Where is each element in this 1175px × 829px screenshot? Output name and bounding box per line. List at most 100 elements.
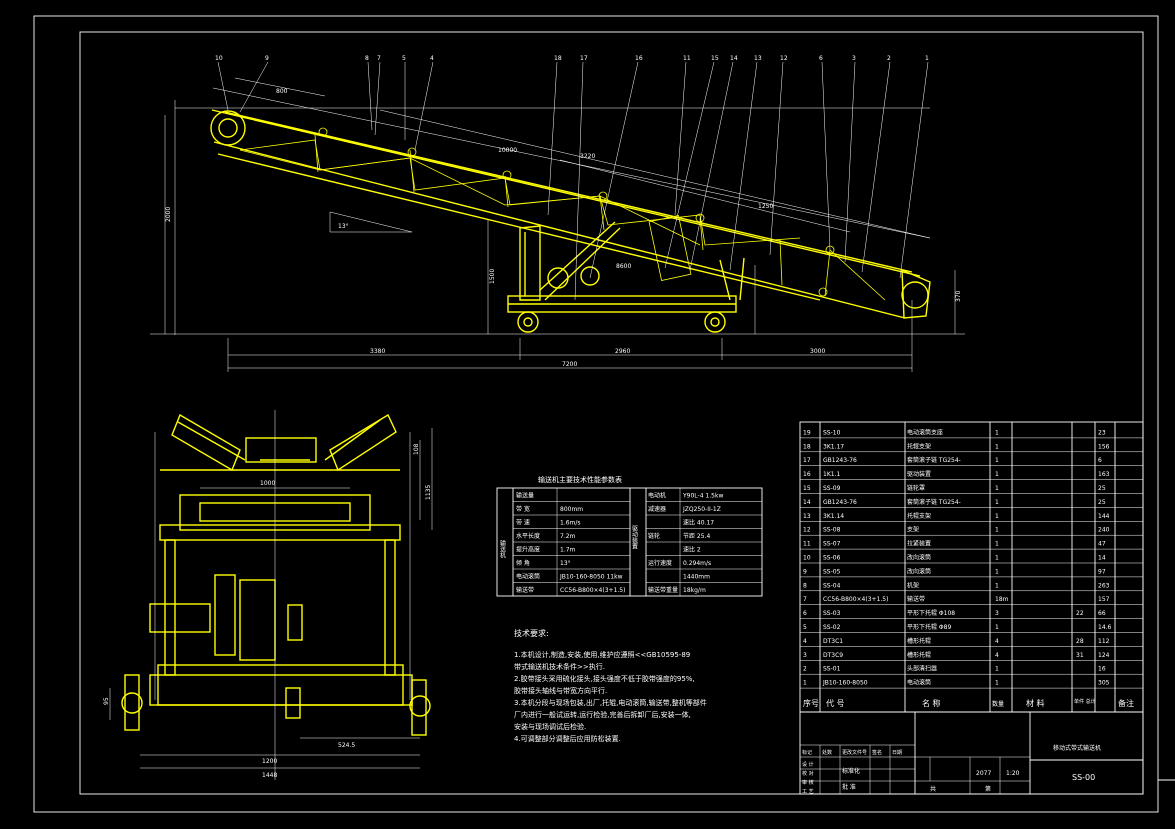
bom-qty: 1	[995, 666, 999, 673]
tb-drawing-name: 移动式带式输送机	[1053, 744, 1101, 752]
bom-name: 拉紧装置	[907, 540, 931, 548]
support-cart	[507, 221, 745, 333]
param-left-value: 1.6m/s	[560, 520, 581, 527]
param-left-label: 倾 角	[516, 559, 530, 567]
bom-h-no: 序号	[803, 698, 819, 708]
balloon-label-2: 2	[887, 55, 891, 62]
bom-qty: 1	[995, 568, 999, 575]
param-left-label: 输送带	[516, 586, 534, 594]
bom-code: SS-04	[823, 582, 841, 589]
dim-1448: 1448	[262, 772, 277, 779]
tb-weight: 2077	[976, 770, 991, 777]
bom-qty: 1	[995, 513, 999, 520]
bom-qty: 1	[995, 582, 999, 589]
param-right-value: 速比 40.17	[683, 519, 714, 527]
note-line: 胶带接头轴线与带宽方向平行.	[514, 686, 607, 695]
param-right-label: 运行速度	[648, 559, 672, 567]
bom-w1: 31	[1076, 652, 1084, 659]
param-right-value: 18kg/m	[683, 587, 706, 594]
bom-qty: 4	[995, 652, 999, 659]
dim-8600: 8600	[616, 263, 631, 270]
param-left-value: JB10-160-8050 11kw	[559, 574, 623, 581]
tb-std: 标准化	[842, 767, 860, 775]
bom-name: 托辊支架	[907, 512, 931, 520]
bom-h-code: 代 号	[826, 698, 845, 708]
bom-w2: 25	[1098, 485, 1106, 492]
bom-w1: 22	[1076, 610, 1084, 617]
bom-code: 1K1.1	[823, 471, 840, 478]
bom-h-weight: 单件 总计	[1074, 698, 1096, 705]
bom-qty: 1	[995, 499, 999, 506]
tb-sheet2: 第	[985, 785, 991, 793]
param-left-label: 提升高度	[516, 546, 540, 554]
bom-h-mat: 材 料	[1026, 698, 1045, 708]
balloon-leader	[239, 61, 269, 113]
bom-code: SS-03	[823, 610, 841, 617]
bom-no: 2	[803, 666, 807, 673]
bom-w2: 14	[1098, 555, 1106, 562]
bom-code: 3K1.17	[823, 443, 844, 450]
bom-w1: 28	[1076, 638, 1084, 645]
bom-no: 18	[803, 443, 811, 450]
balloon-label-9: 9	[265, 55, 269, 62]
dim-drum-width: 1000	[260, 480, 275, 487]
balloon-label-12: 12	[780, 55, 788, 62]
balloon-label-6: 6	[819, 55, 823, 62]
balloon-label-13: 13	[754, 55, 762, 62]
bom-qty: 1	[995, 485, 999, 492]
notes-title: 技术要求:	[514, 628, 549, 638]
bom-w2: 47	[1098, 541, 1106, 548]
note-line: 4.可调整部分调整后应用防松装置.	[514, 734, 621, 743]
balloon-leader	[899, 61, 929, 279]
balloon-leader	[861, 61, 891, 273]
bom-name: 驱动装置	[907, 470, 931, 478]
bom-w2: 23	[1098, 429, 1106, 436]
bom-name: 改向滚筒	[907, 554, 931, 562]
bom-name: 机架	[907, 581, 919, 589]
dim-2960: 2960	[615, 348, 630, 355]
note-line: 2.胶带接头采用硫化接头,接头强度不低于胶带强度的95%,	[514, 674, 695, 683]
note-line: 3.本机分段与现场包装,出厂,托辊,电动滚筒,输送带,整机等部件	[514, 698, 707, 707]
param-right-label: 输送带重量	[648, 586, 678, 594]
bom-no: 7	[803, 596, 807, 603]
bom-name: 托辊支架	[907, 442, 931, 450]
param-left-value: 13°	[560, 560, 571, 567]
dim-1500: 1500	[489, 269, 496, 284]
note-line: 安装与现场调试后检验.	[514, 722, 586, 731]
bom-w2: 305	[1098, 680, 1110, 687]
note-line: 厂内进行一般试运转,运行检验,完善后拆卸厂后,安装一体,	[514, 710, 691, 719]
tb-rev-label: 处数	[822, 749, 832, 756]
bom-no: 3	[803, 652, 807, 659]
bom-w2: 6	[1098, 457, 1102, 464]
bom-code: SS-01	[823, 666, 841, 673]
bom-no: 15	[803, 485, 811, 492]
tb-rev-label: 签名	[872, 749, 882, 756]
balloon-label-1: 1	[925, 55, 929, 62]
balloon-leader	[664, 61, 715, 269]
param-left-value: 1.7m	[560, 547, 576, 554]
bom-name: 槽形托辊	[907, 637, 931, 645]
bom-qty: 1	[995, 541, 999, 548]
balloon-label-7: 7	[377, 55, 381, 62]
bom-no: 9	[803, 568, 807, 575]
bom-name: 平形下托辊 Φ89	[907, 623, 951, 631]
bom-w2: 156	[1098, 443, 1110, 450]
bom-no: 1	[803, 680, 807, 687]
bom-qty: 1	[995, 555, 999, 562]
param-right-value: 节距 25.4	[683, 532, 710, 540]
balloon-leader	[217, 61, 229, 111]
balloon-label-10: 10	[215, 55, 223, 62]
angle-label: 13°	[338, 223, 349, 230]
balloon-leader	[844, 61, 856, 263]
param-left-label: 带 速	[516, 519, 530, 527]
bom-code: GB1243-76	[823, 499, 857, 506]
bom-w2: 112	[1098, 638, 1110, 645]
dim-3220: 3220	[580, 153, 595, 160]
technical-notes: 技术要求: 1.本机设计,制造,安装,使用,维护应遵照<<GB10595-89 …	[514, 628, 707, 743]
bom-no: 10	[803, 555, 811, 562]
dim-1135: 1135	[425, 485, 432, 500]
balloon-label-4: 4	[430, 55, 434, 62]
balloon-label-8: 8	[365, 55, 369, 62]
bom-qty: 3	[995, 610, 999, 617]
balloon-leader	[689, 61, 734, 271]
